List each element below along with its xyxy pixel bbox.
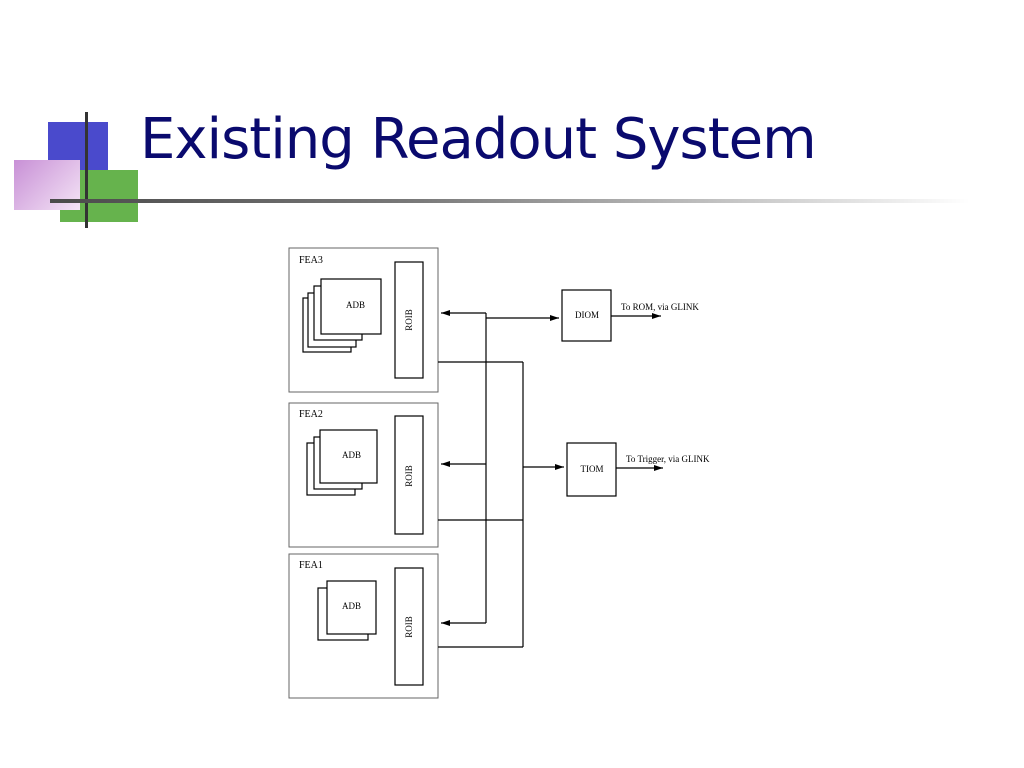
crate-fea2: FEA2 ADB ROIB [288,402,439,548]
crate-fea3: FEA3 ADB ROIB [288,247,439,393]
tiom-label: TIOM [581,464,604,474]
roib-board [394,567,424,686]
adb-label: ADB [342,601,361,611]
crate-label: FEA1 [299,560,323,571]
tiom-module: TIOM To Trigger, via GLINK [566,442,710,497]
roib-board [394,261,424,379]
readout-bus [438,310,564,648]
diom-label: DIOM [575,310,599,320]
adb-label: ADB [342,450,361,460]
adb-label: ADB [346,300,365,310]
adb-card-stack [317,580,377,641]
diom-module: DIOM To ROM, via GLINK [561,289,699,342]
deco-vertical-line [85,112,88,228]
roib-label: ROIB [404,465,414,487]
roib-board [394,415,424,535]
title-underline [50,199,970,203]
diom-output-label: To ROM, via GLINK [621,302,699,312]
crate-fea1: FEA1 ADB ROIB [288,553,439,699]
roib-label: ROIB [404,616,414,638]
adb-card-stack [306,429,378,496]
crate-label: FEA3 [299,255,323,266]
tiom-output-label: To Trigger, via GLINK [626,454,710,464]
adb-card-stack [302,278,382,353]
roib-label: ROIB [404,309,414,331]
crate-label: FEA2 [299,409,323,420]
slide-title: Existing Readout System [140,107,817,172]
